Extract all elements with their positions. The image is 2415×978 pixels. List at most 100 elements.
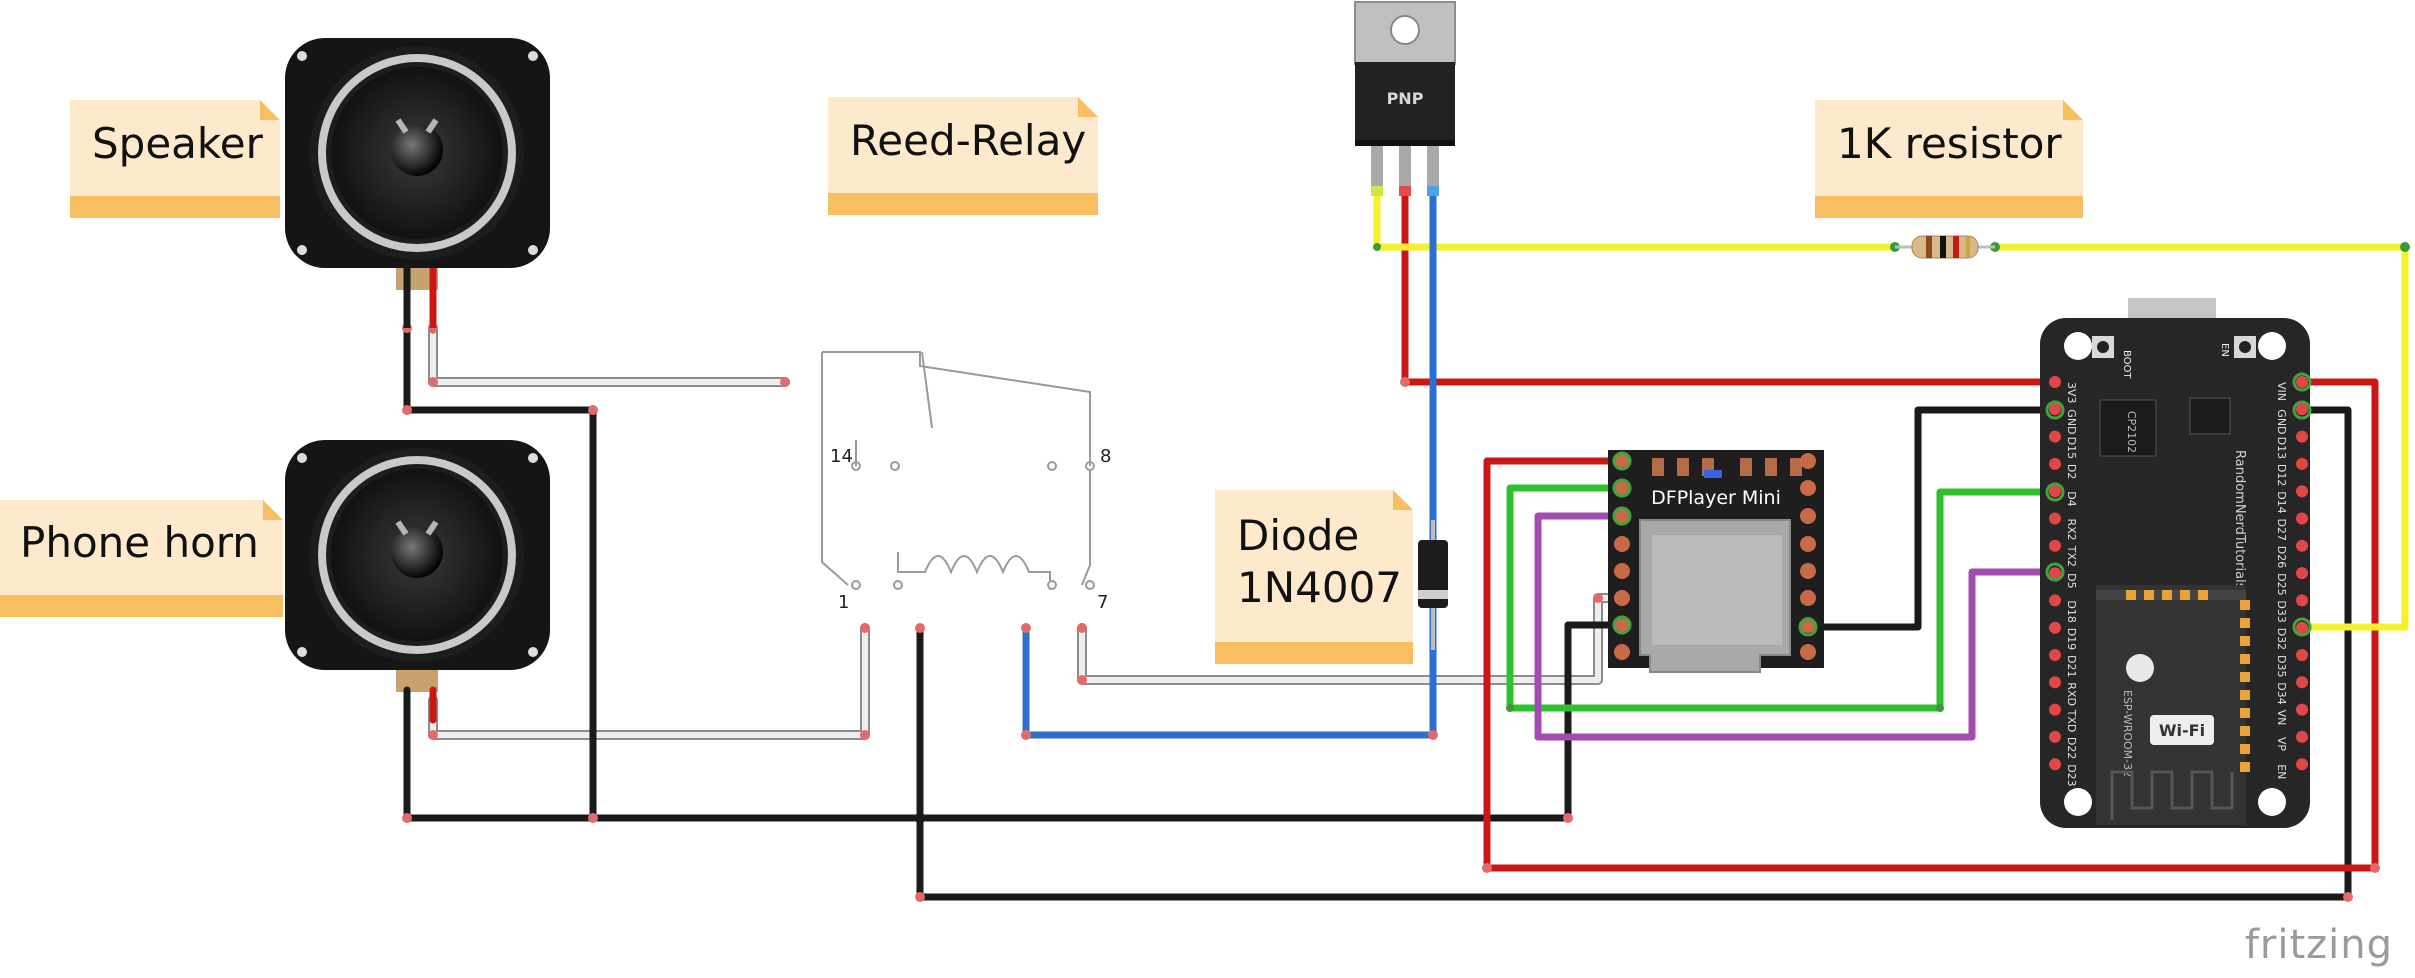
wire-endpoints (402, 323, 2380, 902)
esp32-connected-pin-marker (2292, 400, 2312, 420)
esp32-connected-pin-marker (2045, 400, 2065, 420)
esp32-right-pin[interactable] (2296, 676, 2308, 689)
esp32-left-pin-label: TX2 (2065, 545, 2078, 567)
reed-relay (821, 351, 1095, 590)
esp32-board: BOOT EN CP2102 RandomNerdTutorials.com E… (2040, 298, 2310, 828)
esp32-left-pin[interactable] (2049, 567, 2061, 580)
dfplayer-mini-module: DFPlayer Mini (1608, 450, 1824, 673)
esp32-left-pin-label: D15 (2065, 437, 2078, 459)
relay-pin-8: 8 (1100, 446, 1111, 467)
pnp-transistor: PNP (1354, 1, 1456, 196)
note-diode[interactable]: Diode 1N4007 (1215, 490, 1413, 664)
esp32-right-pin-label: GND (2275, 409, 2288, 434)
esp32-right-pin-label: VN (2275, 710, 2288, 726)
esp32-right-pin-label: D35 (2275, 655, 2288, 677)
esp32-left-pin-label: D5 (2065, 573, 2078, 588)
red-wire-dfplayer-vin[interactable] (1483, 378, 2379, 872)
esp32-right-pin[interactable] (2296, 621, 2308, 634)
esp32-right-pin-label: D34 (2275, 682, 2288, 704)
esp32-left-pin-label: D19 (2065, 628, 2078, 650)
esp32-left-pin[interactable] (2049, 376, 2061, 388)
purple-wire-rx[interactable] (1534, 512, 2059, 741)
esp32-left-pin-label: 3V3 (2065, 382, 2078, 404)
esp32-connected-pin-marker (2292, 617, 2312, 637)
resistor-1k (1895, 235, 1995, 259)
note-reed-relay-text: Reed-Relay (850, 116, 1087, 165)
esp32-right-pin-label: D27 (2275, 519, 2288, 541)
esp32-pin-header: 3V3GNDD15D2D4RX2TX2D5D18D19D21RXDTXDD22D… (2045, 372, 2312, 787)
esp32-right-pin[interactable] (2296, 730, 2308, 743)
esp32-module-label: ESP-WROOM-32 (2121, 690, 2134, 777)
esp32-left-pin-label: RX2 (2065, 519, 2078, 541)
esp32-right-pin-label: D26 (2275, 546, 2288, 568)
esp32-right-pin[interactable] (2296, 376, 2308, 388)
note-speaker[interactable]: Speaker (70, 100, 280, 218)
esp32-connected-pin-marker (2292, 372, 2312, 392)
esp32-left-pin[interactable] (2049, 730, 2061, 743)
note-resistor[interactable]: 1K resistor (1815, 100, 2083, 218)
esp32-right-pin[interactable] (2296, 567, 2308, 580)
black-wire-dfplayer-gnd[interactable] (1804, 406, 2059, 631)
esp32-left-pin[interactable] (2049, 594, 2061, 607)
esp32-right-pin-label: D12 (2275, 464, 2288, 486)
esp32-right-pin[interactable] (2296, 430, 2308, 443)
esp32-right-pin[interactable] (2296, 512, 2308, 525)
esp32-right-pin[interactable] (2296, 758, 2308, 771)
esp32-left-pin-label: D4 (2065, 491, 2078, 506)
esp32-left-pin[interactable] (2049, 649, 2061, 661)
esp32-left-pin[interactable] (2049, 430, 2061, 443)
white-wire-speaker[interactable] (428, 325, 790, 387)
esp32-left-pin[interactable] (2049, 621, 2061, 634)
esp32-right-pin[interactable] (2296, 703, 2308, 716)
esp32-right-pin-label: VP (2275, 737, 2288, 752)
esp32-left-pin[interactable] (2049, 485, 2061, 498)
esp32-en-label: EN (2219, 343, 2230, 357)
esp32-left-pin[interactable] (2049, 512, 2061, 525)
esp32-right-pin[interactable] (2296, 539, 2308, 552)
esp32-left-pin[interactable] (2049, 403, 2061, 416)
esp32-connected-pin-marker (2045, 562, 2065, 582)
esp32-right-pin-label: EN (2275, 764, 2288, 779)
esp32-right-pin[interactable] (2296, 594, 2308, 607)
note-reed-relay[interactable]: Reed-Relay (828, 97, 1098, 215)
transistor-label: PNP (1387, 89, 1424, 108)
esp32-left-pin-label: D22 (2065, 737, 2078, 759)
esp32-left-pin-label: D2 (2065, 464, 2078, 479)
speaker-terminal-leads (403, 268, 437, 328)
esp32-left-pin[interactable] (2049, 539, 2061, 552)
fritzing-logo: fritzing (2244, 922, 2393, 968)
yellow-wire-resistor-gpio[interactable] (1991, 243, 2409, 631)
esp32-left-pin[interactable] (2049, 703, 2061, 716)
esp32-left-pin[interactable] (2049, 457, 2061, 470)
esp32-right-pin[interactable] (2296, 485, 2308, 498)
esp32-left-pin-label: D21 (2065, 655, 2078, 677)
relay-pin-14: 14 (830, 446, 853, 467)
esp32-site-label: RandomNerdTutorials.com (2232, 450, 2247, 621)
esp32-right-pin-label: D14 (2275, 491, 2288, 513)
esp32-connected-pin-marker (2045, 482, 2065, 502)
speaker-component (285, 38, 550, 290)
blue-wire-relay-diode[interactable] (1022, 192, 1437, 739)
esp32-left-pin[interactable] (2049, 758, 2061, 771)
red-wire-transistor-3v3[interactable] (1401, 192, 2059, 386)
black-wire-speaker-gnd[interactable] (403, 264, 597, 822)
esp32-right-pin[interactable] (2296, 403, 2308, 416)
esp32-boot-label: BOOT (2121, 350, 2132, 379)
relay-pin-1: 1 (838, 592, 849, 613)
black-wire-horn-gnd[interactable] (403, 621, 1626, 822)
esp32-right-pin-label: D33 (2275, 600, 2288, 622)
esp32-left-pin-label: D18 (2065, 600, 2078, 622)
esp32-right-pin-label: D25 (2275, 573, 2288, 595)
esp32-right-pin[interactable] (2296, 649, 2308, 661)
esp32-left-pin-label: D23 (2065, 764, 2078, 786)
note-speaker-text: Speaker (92, 119, 263, 168)
note-diode-text: Diode 1N4007 (1237, 511, 1403, 612)
esp32-right-pin[interactable] (2296, 457, 2308, 470)
green-wire-tx[interactable] (1506, 484, 2059, 712)
white-wire-relay-to-dfplayer[interactable] (1077, 593, 1627, 685)
esp32-left-pin-label: RXD (2065, 682, 2078, 706)
note-phone-horn[interactable]: Phone horn (0, 500, 283, 617)
esp32-right-pin-label: D32 (2275, 628, 2288, 650)
esp32-left-pin[interactable] (2049, 676, 2061, 689)
wifi-logo: Wi-Fi (2159, 721, 2205, 740)
